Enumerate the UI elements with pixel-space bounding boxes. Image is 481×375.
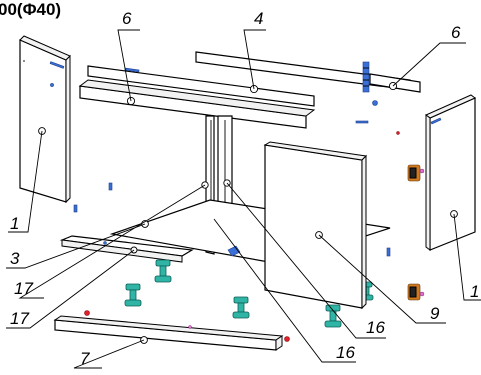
callout-1-right: 1: [470, 282, 479, 301]
callout-17-lower: 17: [10, 309, 29, 328]
left-side-panel: [19, 35, 71, 204]
rail-6-left: [78, 65, 316, 129]
foot-1: [154, 259, 172, 283]
callout-16-upper: 16: [366, 318, 385, 337]
kick-rail-7: [53, 310, 290, 351]
foot-3: [232, 296, 250, 319]
callout-labels: 6 4 6 1 1 3 17 17 16 16 9 7: [10, 9, 479, 368]
callout-17-upper: 17: [14, 279, 33, 298]
callout-9: 9: [430, 304, 440, 323]
callout-1-left: 1: [10, 214, 19, 233]
callout-7: 7: [80, 349, 90, 368]
clamp-lower: [407, 283, 425, 301]
callout-16-lower: 16: [336, 343, 355, 362]
right-side-panel: [425, 94, 476, 251]
cross-bar-17: [59, 235, 194, 263]
hardware-column: [355, 61, 400, 135]
clamp-upper: [407, 164, 425, 182]
callout-6-right: 6: [451, 23, 461, 42]
back-panel-9: [263, 141, 368, 310]
callout-3: 3: [10, 249, 20, 268]
foot-2: [124, 283, 142, 307]
callout-4: 4: [254, 9, 263, 28]
foot-4: [324, 304, 342, 328]
diagram-title: 00(Φ40): [0, 0, 61, 19]
callout-6-left: 6: [122, 9, 132, 28]
leader-lines: [6, 29, 481, 369]
